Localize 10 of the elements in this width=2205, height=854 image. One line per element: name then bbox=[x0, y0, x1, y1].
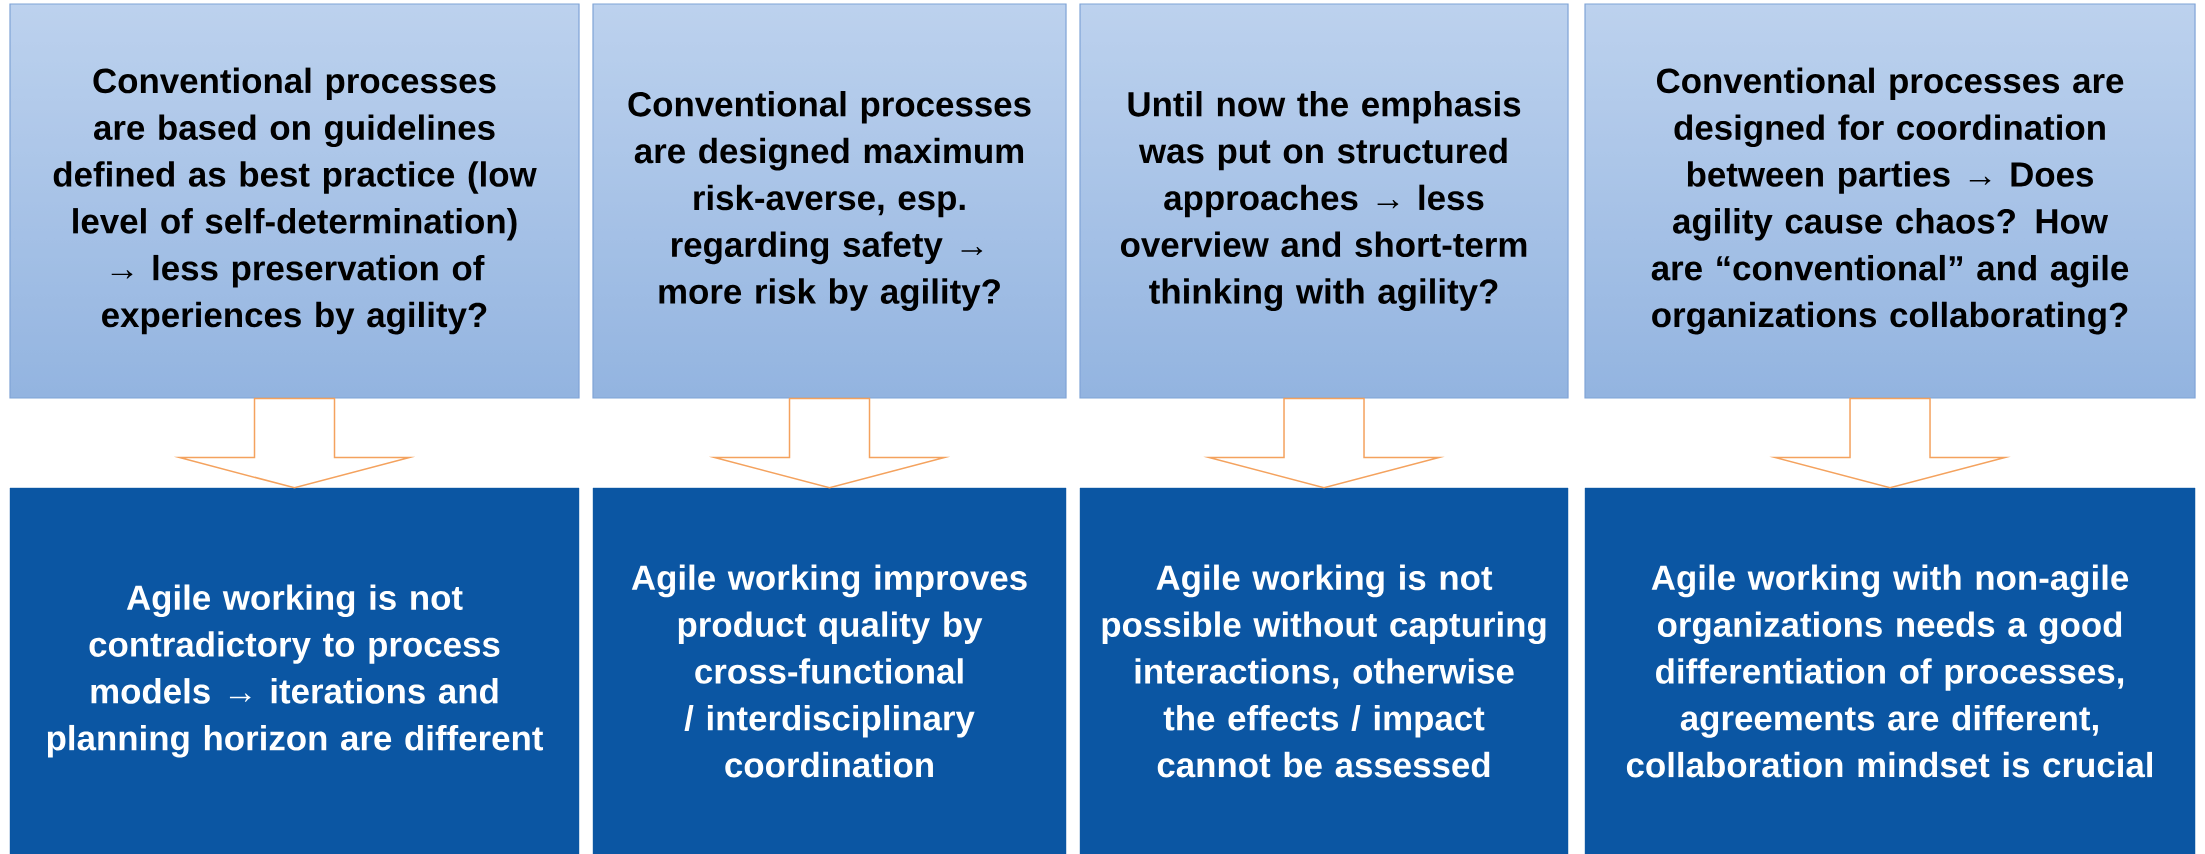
answer-box: Agile working with non-agile organizations needs a good differentiation of processes, agreements are different, collaboration mindset is crucial bbox=[1584, 487, 2196, 854]
answer-box: Agile working is not contradictory to process models → iterations and planning horizon are different bbox=[9, 487, 580, 854]
question-box: Conventional processes are based on guidelines defined as best practice (low level of self-determination) → less preservation of experiences by agility? bbox=[9, 3, 580, 399]
answer-box: Agile working is not possible without capturing interactions, otherwise the effects / impact cannot be assessed bbox=[1079, 487, 1569, 854]
question-box: Until now the emphasis was put on structured approaches → less overview and short-term thinking with agility? bbox=[1079, 3, 1569, 399]
answer-box: Agile working improves product quality by cross-functional / interdisciplinary coordination bbox=[592, 487, 1067, 854]
block-arrow bbox=[1769, 397, 2011, 489]
question-box: Conventional processes are designed maximum risk-averse, esp. regarding safety → more risk by agility? bbox=[592, 3, 1067, 399]
block-arrow bbox=[1203, 397, 1445, 489]
question-box: Conventional processes are designed for coordination between parties → Does agility cause chaos? How are “conventional” and agile organizations collaborating? bbox=[1584, 3, 2196, 399]
